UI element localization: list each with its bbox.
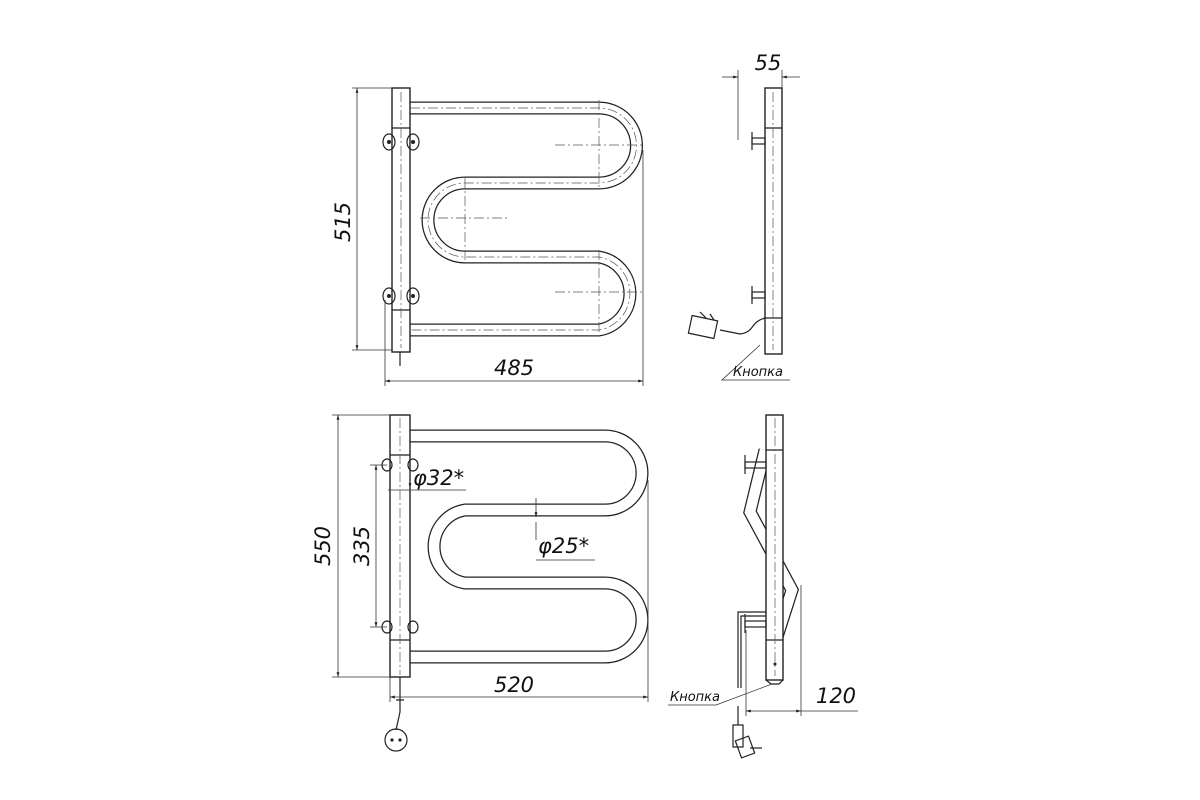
side-view-bottom: Кнопка 120 <box>668 414 858 759</box>
dimension-515: 515 <box>331 202 355 242</box>
button-label: Кнопка <box>670 690 720 705</box>
plug-icon <box>384 728 408 752</box>
dimension-55: 55 <box>755 51 782 75</box>
dimension-120: 120 <box>816 684 856 708</box>
front-view-bottom: 550 335 φ32* φ25* 520 <box>311 414 649 752</box>
wall-bracket-top <box>382 133 420 151</box>
vertical-post <box>764 87 783 355</box>
vertical-post <box>765 414 784 681</box>
serpentine-tube <box>410 101 643 337</box>
dimension-post-diameter: φ32* <box>413 466 464 490</box>
wall-bracket-bottom <box>382 287 420 305</box>
dimension-tube-diameter: φ25* <box>538 534 589 558</box>
front-view-top: 515 485 <box>331 87 645 386</box>
button-label: Кнопка <box>733 365 783 380</box>
side-view-top: 55 Кнопка <box>687 51 800 381</box>
dimension-485: 485 <box>494 356 534 380</box>
dimension-520: 520 <box>494 673 534 697</box>
plug-icon <box>687 311 719 340</box>
dimension-550: 550 <box>311 526 335 566</box>
plug-icon <box>732 724 762 759</box>
dimension-335: 335 <box>350 526 374 566</box>
